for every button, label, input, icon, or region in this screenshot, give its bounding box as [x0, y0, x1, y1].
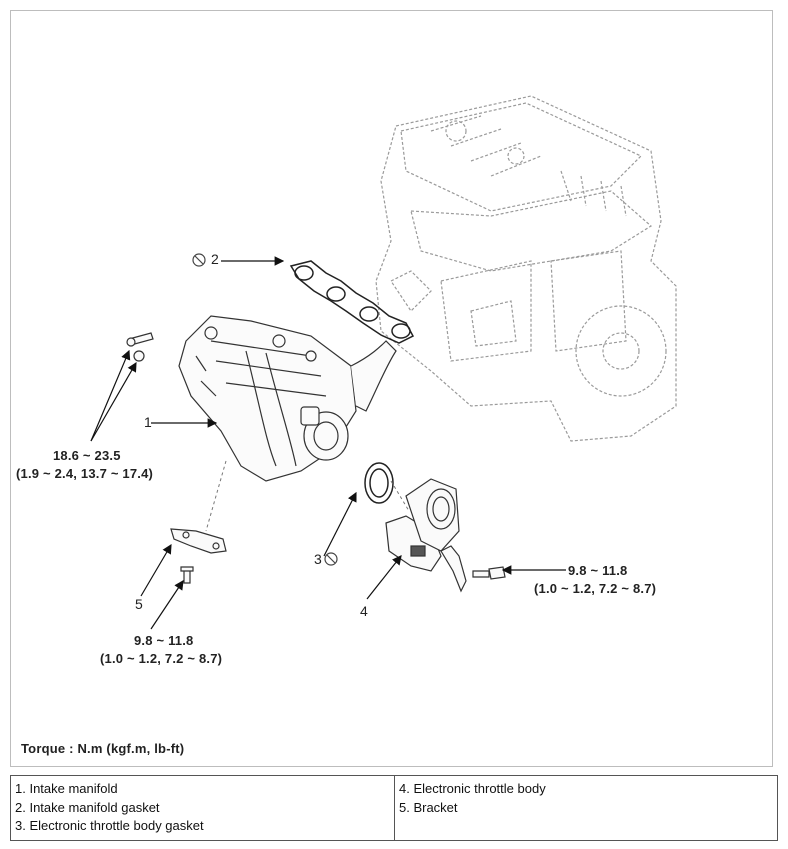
engine-block-outline: [375, 95, 677, 442]
intake-manifold: [178, 315, 397, 482]
exploded-view-diagram: 2 1 3 4 5 18.6 ~ 23.5 (1.9 ~ 2.4, 13.7 ~…: [10, 10, 773, 767]
manifold-bracket: [170, 528, 227, 584]
legend-item: 2. Intake manifold gasket: [15, 799, 160, 815]
callout-1: 1: [144, 414, 152, 430]
torque-bracket-value: 9.8 ~ 11.8: [134, 633, 194, 648]
torque-manifold-value: 18.6 ~ 23.5: [53, 448, 121, 463]
torque-unit-note: Torque : N.m (kgf.m, lb-ft): [21, 741, 185, 756]
legend-column-right: 4. Electronic throttle body 5. Bracket: [395, 776, 777, 840]
throttle-body-gasket: [364, 462, 394, 504]
intake-manifold-gasket: [289, 260, 415, 344]
torque-manifold-alt: (1.9 ~ 2.4, 13.7 ~ 17.4): [16, 466, 154, 481]
callout-5: 5: [135, 596, 143, 612]
throttle-bracket: [440, 545, 506, 593]
legend-item: 5. Bracket: [399, 799, 458, 815]
diagram-drawing: [90, 95, 677, 630]
electronic-throttle-body: [385, 478, 460, 572]
callout-4: 4: [360, 603, 368, 619]
legend-item: 3. Electronic throttle body gasket: [15, 818, 204, 833]
callout-3: 3: [314, 551, 322, 567]
parts-legend-table: 1. Intake manifold 2. Intake manifold ga…: [10, 775, 778, 841]
torque-bracket-alt: (1.0 ~ 1.2, 7.2 ~ 8.7): [100, 651, 223, 666]
torque-throttle-value: 9.8 ~ 11.8: [568, 563, 628, 578]
callout-2: 2: [211, 251, 219, 267]
legend-item: 1. Intake manifold: [15, 781, 118, 796]
legend-column-left: 1. Intake manifold 2. Intake manifold ga…: [11, 776, 395, 840]
legend-item: 4. Electronic throttle body: [399, 781, 546, 796]
torque-throttle-alt: (1.0 ~ 1.2, 7.2 ~ 8.7): [534, 581, 657, 596]
manifold-bolts: [126, 332, 154, 362]
